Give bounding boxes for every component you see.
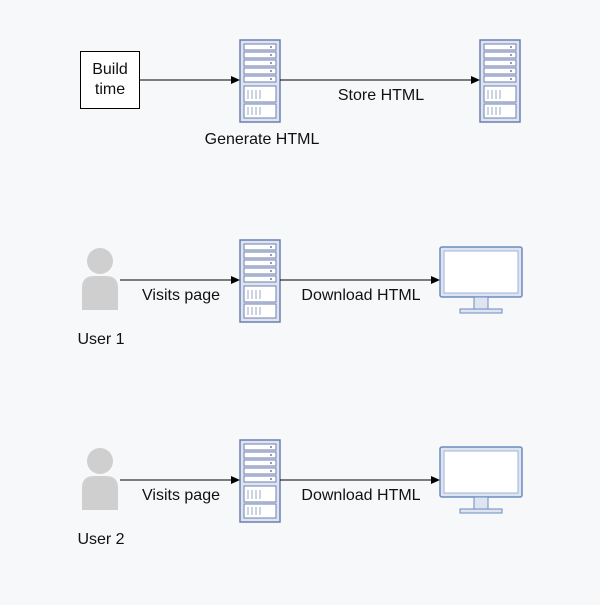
build-time-box: Build time [80, 51, 140, 109]
download-html-label-2: Download HTML [301, 487, 421, 504]
user-1-icon [82, 248, 118, 310]
server-icon-row3 [239, 439, 281, 523]
download-html-label-1: Download HTML [301, 287, 421, 304]
user-1-label: User 1 [77, 331, 125, 348]
user-2-icon [82, 448, 118, 510]
visits-page-label-1: Visits page [142, 287, 220, 304]
store-html-label: Store HTML [337, 87, 425, 104]
build-time-label: Build time [92, 61, 128, 98]
generate-html-label: Generate HTML [204, 131, 320, 148]
monitor-1-icon [439, 246, 523, 314]
visits-page-label-2: Visits page [142, 487, 220, 504]
server-icon-row2 [239, 239, 281, 323]
server-icon [239, 39, 281, 123]
user-2-label: User 2 [77, 531, 125, 548]
monitor-2-icon [439, 446, 523, 514]
storage-server-icon [479, 39, 521, 123]
